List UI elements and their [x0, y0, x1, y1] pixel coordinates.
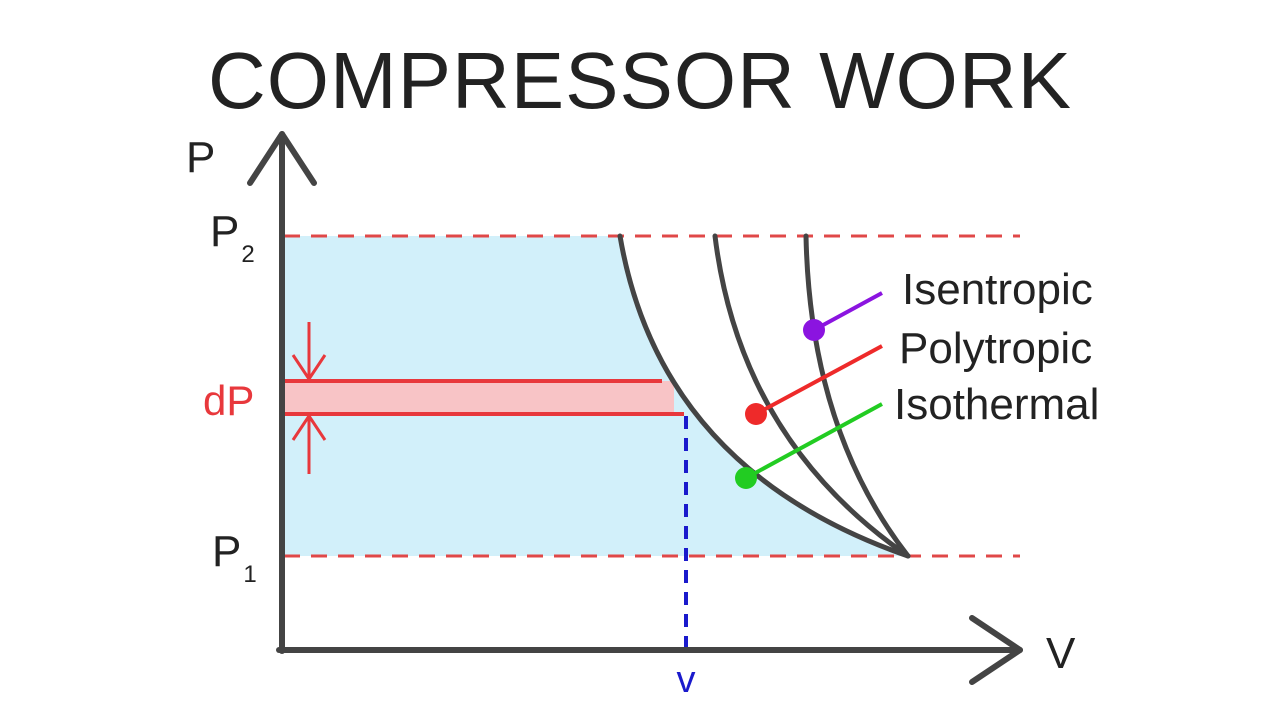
isentropic-label: Isentropic — [902, 265, 1093, 314]
polytropic-leader — [755, 344, 883, 416]
v-label: v — [677, 659, 696, 701]
y-axis-arrowhead — [247, 131, 317, 186]
isothermal-label: Isothermal — [894, 380, 1099, 429]
polytropic-label: Polytropic — [899, 324, 1092, 373]
isentropic-leader — [813, 291, 883, 332]
y-axis-label: P — [186, 133, 215, 182]
polytropic-curve — [712, 233, 911, 559]
x-axis-arrowhead — [969, 615, 1023, 685]
dp-arrow-up-head — [291, 413, 327, 441]
isothermal-marker — [735, 467, 757, 489]
x-axis-label: V — [1046, 629, 1076, 678]
polytropic-marker — [745, 403, 767, 425]
isentropic-curve — [803, 233, 911, 559]
dp-strip — [282, 381, 674, 414]
p2-label-main: P — [210, 207, 239, 256]
p2-label: P2 — [210, 207, 255, 268]
dp-label: dP — [203, 377, 254, 424]
p1-label-main: P — [212, 527, 241, 576]
page-title: COMPRESSOR WORK — [208, 36, 1072, 125]
p2-label-sub: 2 — [241, 241, 254, 268]
isothermal-curve — [617, 233, 911, 559]
p1-label: P1 — [212, 527, 257, 588]
isentropic-marker — [803, 319, 825, 341]
dp-arrow-down-head — [291, 354, 327, 382]
isothermal-leader — [745, 402, 883, 480]
p1-label-sub: 1 — [243, 561, 256, 588]
